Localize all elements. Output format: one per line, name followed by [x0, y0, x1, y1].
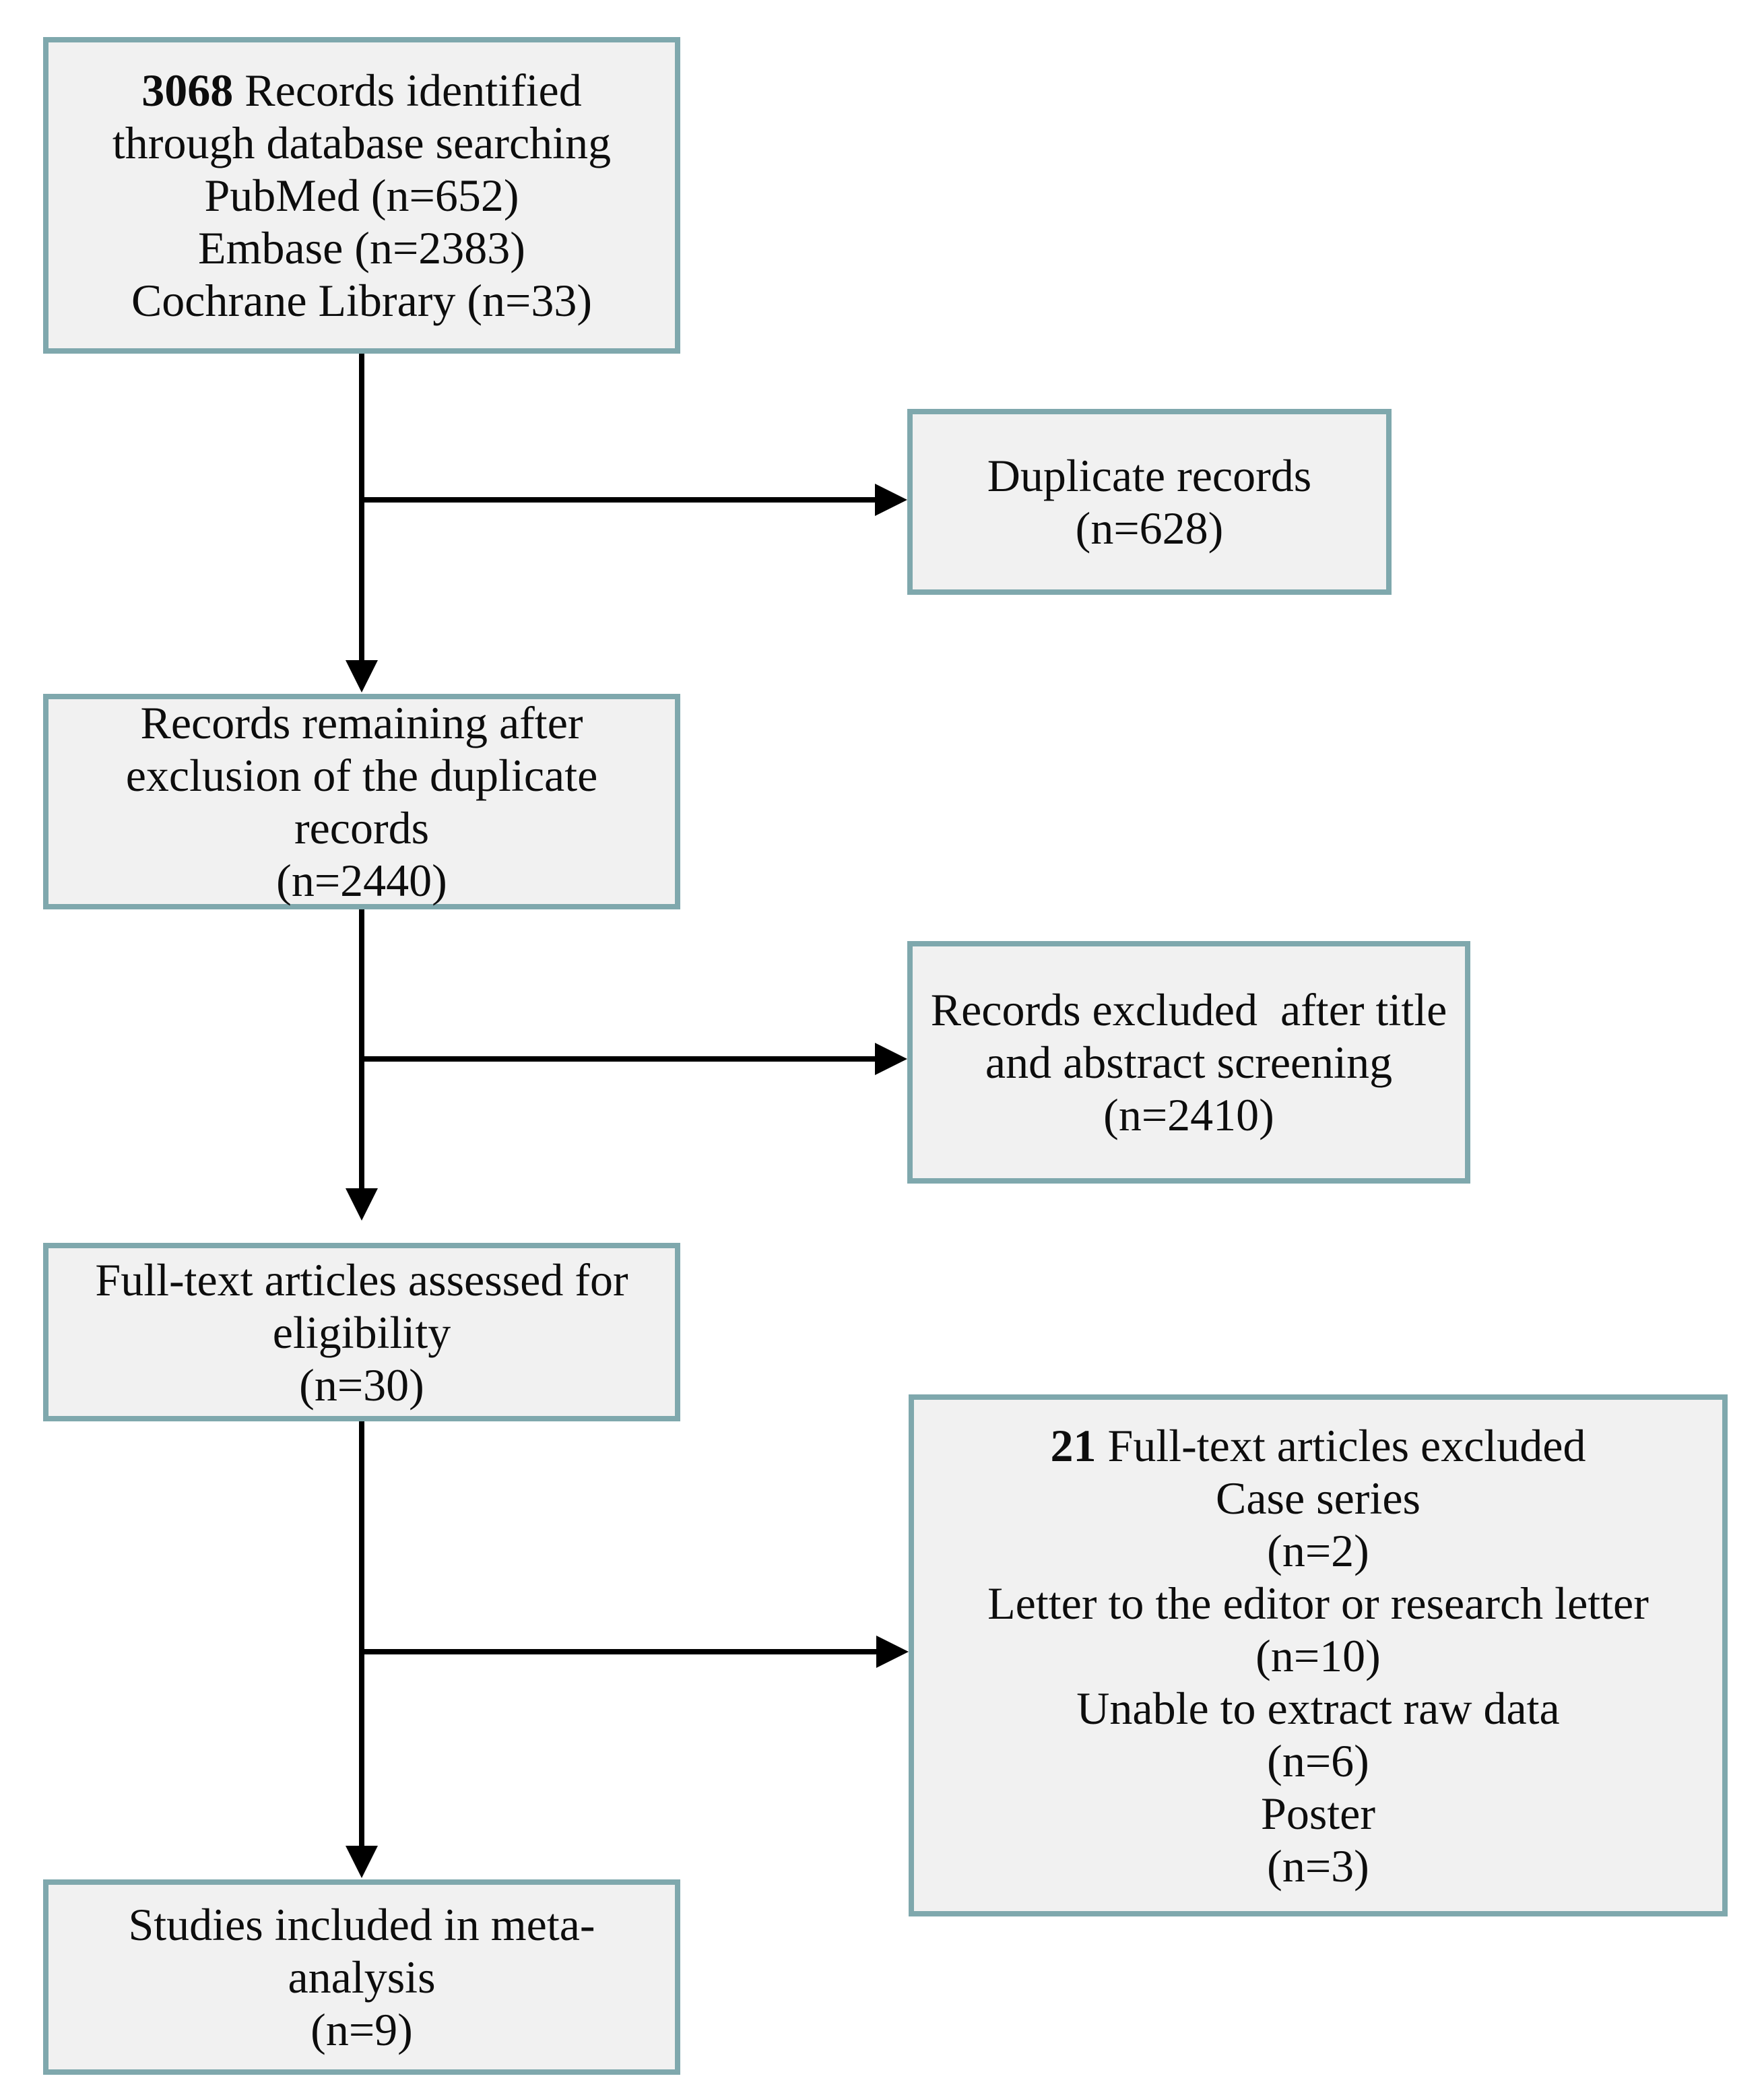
box-duplicate-records: Duplicate records (n=628) — [907, 409, 1392, 595]
box-records-excluded-screening: Records excluded after title and abstrac… — [907, 941, 1470, 1184]
box-line: (n=628) — [1075, 503, 1224, 554]
arrowhead-down-icon — [346, 660, 378, 692]
box-line: Poster — [1261, 1787, 1375, 1839]
arrow-to-duplicates — [362, 484, 907, 516]
box-line: Records remaining after — [140, 697, 583, 748]
box-line: Case series — [1215, 1472, 1420, 1524]
arrowhead-right-icon — [875, 1043, 907, 1075]
box-line: (n=6) — [1267, 1735, 1369, 1786]
box-fulltext-assessed: Full-text articles assessed for eligibil… — [43, 1243, 680, 1421]
arrow-identified-to-remaining — [346, 354, 378, 692]
box-line: (n=2410) — [1103, 1089, 1274, 1140]
box-line: eligibility — [272, 1306, 451, 1358]
box-line: Letter to the editor or research letter — [987, 1577, 1649, 1629]
box-line: analysis — [288, 1951, 436, 2003]
record-count: 3068 — [141, 65, 234, 116]
box-fulltext-excluded: 21 Full-text articles excluded Case seri… — [909, 1394, 1728, 1916]
box-line: Cochrane Library (n=33) — [131, 275, 593, 326]
arrow-to-fulltext-excluded — [362, 1636, 909, 1668]
box-line: and abstract screening — [985, 1037, 1393, 1088]
box-line: (n=3) — [1267, 1840, 1369, 1892]
arrow-remaining-to-fulltext — [346, 909, 378, 1221]
box-records-remaining: Records remaining after exclusion of the… — [43, 694, 680, 909]
box-line: Full-text articles assessed for — [95, 1254, 628, 1305]
box-line-text: Full-text articles excluded — [1096, 1419, 1586, 1471]
box-line: PubMed (n=652) — [204, 170, 519, 221]
box-line: (n=2440) — [276, 855, 447, 906]
box-line: 3068 Records identified — [141, 64, 581, 117]
arrowhead-right-icon — [875, 484, 907, 516]
arrowhead-right-icon — [876, 1636, 909, 1668]
box-line: (n=9) — [311, 2004, 413, 2055]
arrowhead-down-icon — [346, 1846, 378, 1878]
box-line: Duplicate records — [987, 450, 1312, 501]
arrow-fulltext-to-included — [346, 1421, 378, 1878]
arrow-to-excluded-screening — [362, 1043, 907, 1075]
box-line: Studies included in meta- — [128, 1899, 595, 1950]
box-line: (n=10) — [1255, 1630, 1381, 1681]
box-line: 21 Full-text articles excluded — [1051, 1419, 1586, 1472]
box-line: Unable to extract raw data — [1076, 1682, 1560, 1734]
box-line: (n=2) — [1267, 1524, 1369, 1576]
box-line: records — [294, 802, 430, 853]
box-line: Records excluded after title — [930, 984, 1447, 1035]
box-line: exclusion of the duplicate — [125, 750, 598, 801]
box-studies-included: Studies included in meta- analysis (n=9) — [43, 1879, 680, 2075]
excluded-count: 21 — [1050, 1419, 1097, 1471]
box-line: (n=30) — [299, 1359, 424, 1411]
box-records-identified: 3068 Records identified through database… — [43, 37, 680, 354]
box-line-text: Records identified — [233, 65, 582, 116]
box-line: Embase (n=2383) — [198, 222, 525, 273]
arrowhead-down-icon — [346, 1188, 378, 1221]
box-line: through database searching — [112, 117, 612, 168]
